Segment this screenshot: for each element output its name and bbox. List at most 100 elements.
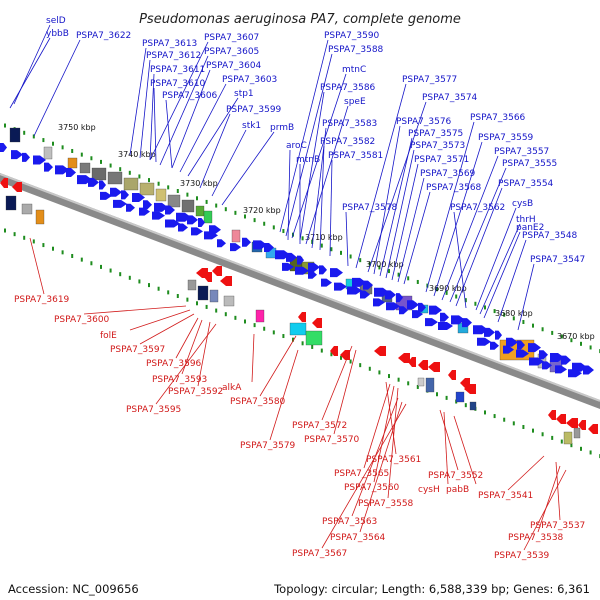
forward-gene-arrow — [204, 231, 218, 240]
gene-label-pspa7-3576: PSPA7_3576 — [396, 117, 452, 127]
label-leader — [153, 87, 157, 163]
gene-label-pspa7-3596: PSPA7_3596 — [146, 359, 202, 369]
feature-block — [155, 188, 167, 202]
tick-mark — [445, 395, 448, 400]
label-leader — [391, 163, 419, 281]
feature-block — [425, 377, 435, 393]
gene-label-pspa7-3579: PSPA7_3579 — [240, 441, 296, 451]
tick-mark — [503, 417, 506, 422]
forward-gene-arrow — [165, 205, 175, 215]
tick-mark — [589, 345, 592, 350]
forward-gene-arrow — [178, 223, 188, 232]
tick-mark — [128, 275, 131, 280]
tick-mark — [138, 279, 141, 284]
tick-mark — [397, 272, 400, 277]
tick-mark — [455, 294, 458, 299]
tick-mark — [100, 264, 102, 269]
reverse-gene-arrow — [556, 414, 566, 424]
tick-mark — [340, 355, 342, 360]
feature-block — [195, 205, 205, 217]
tick-mark — [205, 304, 208, 309]
tick-mark — [157, 286, 160, 291]
label-leader — [507, 455, 545, 491]
tick-mark — [532, 323, 534, 328]
feature-block — [203, 210, 213, 224]
gene-label-pspa7-3607: PSPA7_3607 — [204, 33, 259, 43]
tick-mark — [436, 392, 438, 397]
tick-mark — [570, 443, 573, 448]
tick-mark — [311, 344, 314, 349]
tick-mark — [196, 301, 198, 306]
accession-text: Accession: NC_009656 — [8, 582, 139, 596]
gene-label-pspa7-3572: PSPA7_3572 — [292, 421, 347, 431]
label-leader — [483, 231, 521, 319]
tick-mark — [522, 319, 525, 324]
forward-gene-arrow — [407, 300, 419, 310]
gene-label-pspa7-3582: PSPA7_3582 — [320, 137, 375, 147]
tick-mark — [109, 268, 112, 273]
feature-block — [181, 199, 195, 213]
tick-mark — [272, 225, 275, 230]
feature-block — [43, 146, 53, 160]
tick-mark — [167, 185, 170, 190]
tick-mark — [282, 334, 285, 339]
tick-mark — [272, 330, 275, 335]
feature-block — [573, 427, 581, 439]
label-leader — [387, 387, 399, 499]
forward-gene-arrow — [438, 322, 453, 331]
tick-mark — [493, 414, 496, 419]
tick-mark — [244, 319, 246, 324]
gene-label-pspa7-3552: PSPA7_3552 — [428, 471, 483, 481]
label-leader — [537, 465, 561, 533]
feature-block — [289, 322, 307, 336]
label-leader — [359, 401, 403, 533]
label-leader — [345, 211, 349, 267]
gene-label-pspa7-3539: PSPA7_3539 — [494, 551, 550, 561]
forward-gene-arrow — [264, 243, 274, 253]
gene-label-pspa7-3580: PSPA7_3580 — [230, 397, 286, 407]
forward-gene-arrow — [399, 306, 408, 315]
tick-mark — [138, 174, 141, 179]
tick-mark — [359, 258, 362, 263]
feature-block — [91, 167, 107, 181]
label-leader — [287, 149, 291, 241]
forward-gene-arrow — [55, 165, 69, 175]
forward-gene-arrow — [217, 239, 226, 248]
gene-label-aroc: aroC — [286, 141, 307, 151]
tick-mark — [397, 377, 400, 382]
label-leader — [555, 461, 561, 521]
forward-gene-arrow — [347, 286, 362, 295]
gene-label-pspa7-3558: PSPA7_3558 — [358, 499, 414, 509]
gene-label-pspa7-3583: PSPA7_3583 — [322, 119, 377, 129]
feature-block — [5, 195, 17, 211]
gene-label-pspa7-3575: PSPA7_3575 — [408, 129, 463, 139]
tick-mark — [71, 253, 74, 258]
topology-text: Topology: circular; Length: 6,588,339 bp… — [274, 582, 590, 596]
forward-gene-arrow — [126, 203, 135, 212]
feature-block — [305, 330, 323, 346]
gene-label-prmb: prmB — [270, 123, 294, 133]
gene-label-pspa7-3566: PSPA7_3566 — [470, 113, 526, 123]
forward-gene-arrow — [110, 187, 122, 197]
gene-label-pspa7-3581: PSPA7_3581 — [328, 151, 383, 161]
label-leader — [475, 207, 517, 311]
tick-mark — [378, 370, 381, 375]
tick-mark — [388, 269, 390, 274]
label-leader — [149, 41, 209, 161]
forward-gene-arrow — [165, 219, 180, 228]
forward-gene-arrow — [198, 218, 205, 228]
forward-gene-arrow — [412, 310, 423, 319]
label-leader — [29, 237, 45, 295]
label-leader — [517, 263, 535, 331]
reverse-gene-arrow — [0, 178, 8, 188]
forward-gene-arrow — [132, 193, 145, 203]
tick-mark — [90, 261, 93, 266]
tick-mark — [4, 228, 6, 233]
tick-mark — [23, 235, 26, 240]
tick-mark — [186, 192, 189, 197]
tick-mark — [503, 312, 506, 317]
tick-mark — [359, 363, 362, 368]
gene-label-pspa7-3548: PSPA7_3548 — [522, 231, 578, 241]
forward-gene-arrow — [429, 305, 442, 315]
